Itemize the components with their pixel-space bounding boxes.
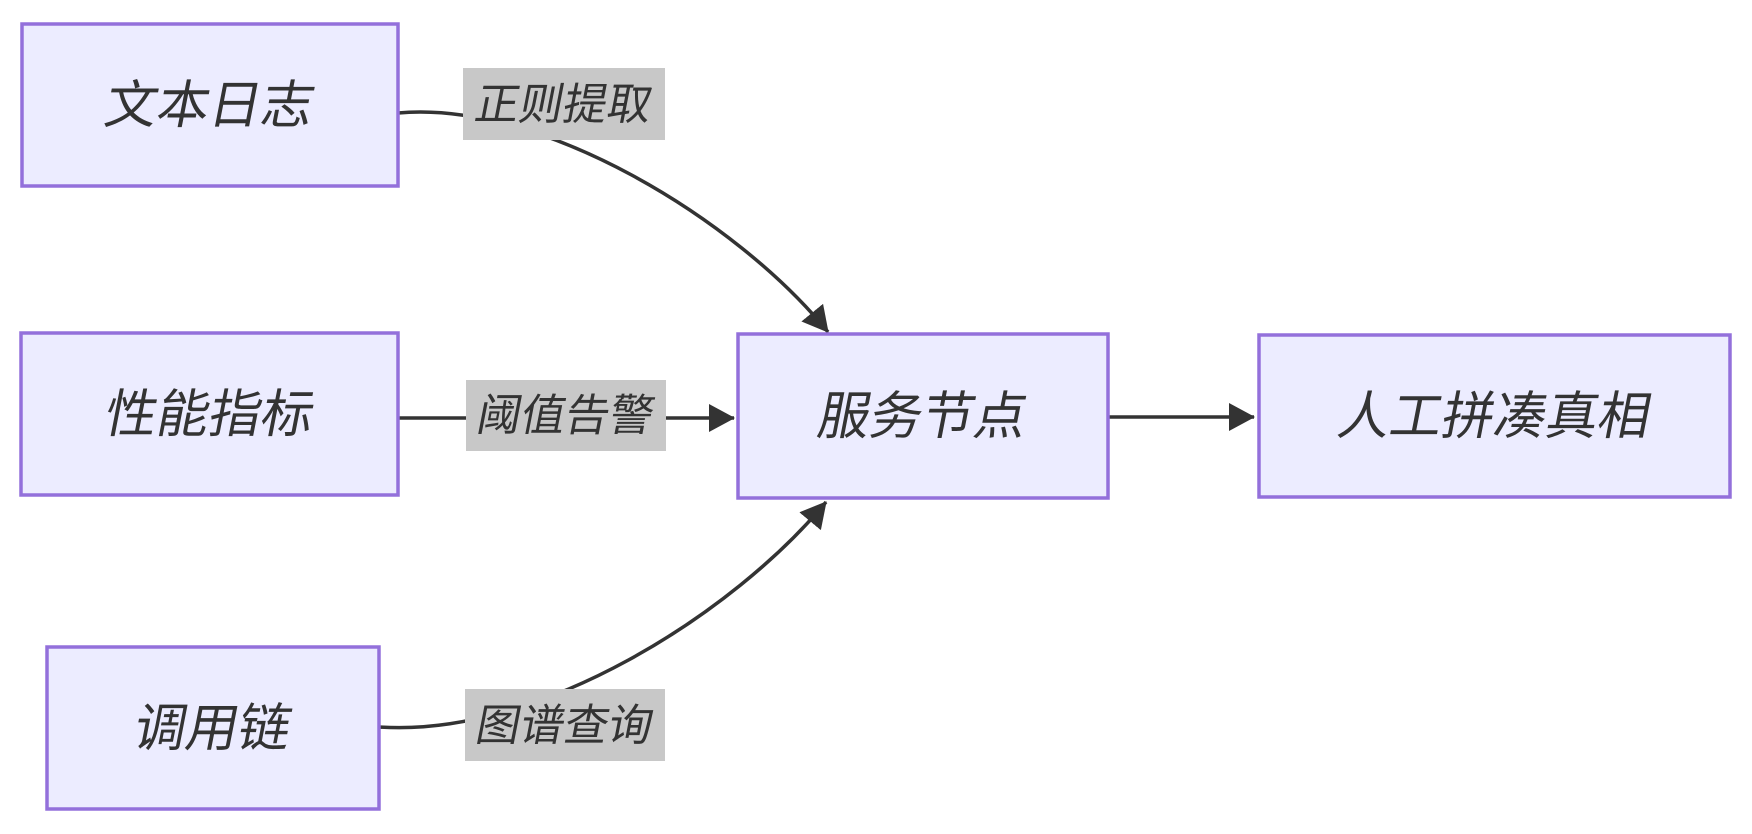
node-call-chain-label: 调用链 <box>129 700 296 758</box>
node-manual-truth-box <box>1257 333 1732 499</box>
edge-label-regex-extract-bg <box>463 68 665 140</box>
node-manual-truth: 人工拼凑真相 <box>1257 333 1732 499</box>
node-text-logs-label: 文本日志 <box>100 77 319 135</box>
node-service-node-label: 服务节点 <box>813 388 1032 446</box>
edge-call-chain-to-service-node <box>378 500 828 730</box>
node-text-logs-box <box>20 22 400 188</box>
edge-label-threshold-alert-text: 阈值告警 <box>473 392 658 441</box>
edge-label-graph-query: 图谱查询 <box>465 689 665 761</box>
edge-label-regex-extract: 正则提取 <box>463 68 665 140</box>
edge-label-threshold-alert-bg <box>466 380 666 451</box>
node-performance-metrics-box <box>19 331 400 497</box>
node-performance-metrics: 性能指标 <box>19 331 400 497</box>
node-call-chain: 调用链 <box>45 645 381 811</box>
node-text-logs: 文本日志 <box>20 22 400 188</box>
edge-label-graph-query-text: 图谱查询 <box>472 702 657 751</box>
node-call-chain-box <box>45 645 381 811</box>
node-service-node-box <box>736 332 1110 500</box>
node-performance-metrics-label: 性能指标 <box>100 386 319 444</box>
edge-label-threshold-alert: 阈值告警 <box>466 380 666 451</box>
node-manual-truth-label: 人工拼凑真相 <box>1333 388 1656 446</box>
edge-text-logs-to-service-node <box>397 110 830 334</box>
edge-label-graph-query-bg <box>465 689 665 761</box>
edge-label-regex-extract-text: 正则提取 <box>471 81 656 130</box>
node-service-node: 服务节点 <box>736 332 1110 500</box>
